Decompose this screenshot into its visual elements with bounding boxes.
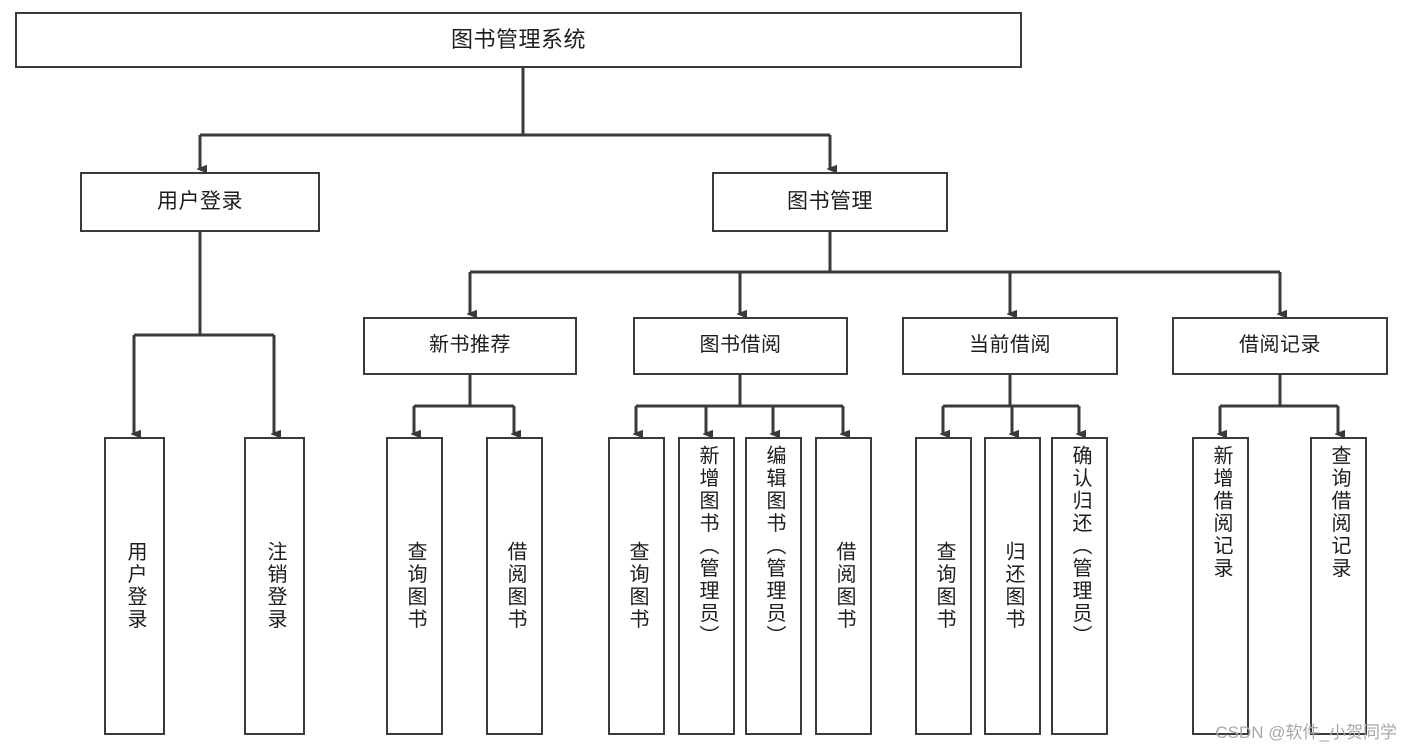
node-leaf-查询图书-label: 查询图书 xyxy=(404,541,426,631)
node-leaf-查询图书[interactable]: 查询图书 xyxy=(608,437,665,735)
node-leaf-查询借阅记录-label: 查询借阅记录 xyxy=(1328,445,1350,580)
node-leaf-查询图书-label: 查询图书 xyxy=(933,541,955,631)
node-leaf-归还图书-label: 归还图书 xyxy=(1002,541,1024,631)
node-leaf-查询借阅记录[interactable]: 查询借阅记录 xyxy=(1310,437,1367,735)
node-level2-新书推荐[interactable]: 新书推荐 xyxy=(363,317,577,375)
node-leaf-借阅图书[interactable]: 借阅图书 xyxy=(486,437,543,735)
csdn-watermark: CSDN @软件_小贺同学 xyxy=(1215,723,1397,742)
node-leaf-注销登录[interactable]: 注销登录 xyxy=(244,437,305,735)
node-root-图书管理系统-label: 图书管理系统 xyxy=(450,27,586,53)
node-level1-用户登录-label: 用户登录 xyxy=(157,189,243,213)
node-level2-当前借阅[interactable]: 当前借阅 xyxy=(902,317,1118,375)
node-leaf-新增借阅记录-label: 新增借阅记录 xyxy=(1210,445,1232,580)
node-leaf-新增图书管理员-label: 新增图书（管理员） xyxy=(696,445,718,648)
node-leaf-新增借阅记录[interactable]: 新增借阅记录 xyxy=(1192,437,1249,735)
node-level1-用户登录[interactable]: 用户登录 xyxy=(80,172,320,232)
node-leaf-借阅图书-label: 借阅图书 xyxy=(504,541,526,631)
node-level1-图书管理-label: 图书管理 xyxy=(787,189,873,213)
node-level2-借阅记录[interactable]: 借阅记录 xyxy=(1172,317,1388,375)
node-level2-图书借阅-label: 图书借阅 xyxy=(699,334,782,357)
node-root-图书管理系统[interactable]: 图书管理系统 xyxy=(15,12,1022,68)
node-leaf-查询图书[interactable]: 查询图书 xyxy=(915,437,972,735)
node-level2-当前借阅-label: 当前借阅 xyxy=(969,334,1051,357)
node-leaf-查询图书[interactable]: 查询图书 xyxy=(386,437,443,735)
node-leaf-用户登录-label: 用户登录 xyxy=(124,541,146,631)
node-leaf-确认归还管理员[interactable]: 确认归还（管理员） xyxy=(1051,437,1108,735)
node-leaf-注销登录-label: 注销登录 xyxy=(264,541,286,631)
node-leaf-新增图书管理员[interactable]: 新增图书（管理员） xyxy=(678,437,735,735)
node-leaf-借阅图书-label: 借阅图书 xyxy=(833,541,855,631)
node-leaf-编辑图书管理员[interactable]: 编辑图书（管理员） xyxy=(745,437,802,735)
node-level2-图书借阅[interactable]: 图书借阅 xyxy=(633,317,848,375)
node-level2-借阅记录-label: 借阅记录 xyxy=(1239,334,1321,357)
node-level1-图书管理[interactable]: 图书管理 xyxy=(712,172,948,232)
node-leaf-编辑图书管理员-label: 编辑图书（管理员） xyxy=(763,445,785,648)
node-leaf-确认归还管理员-label: 确认归还（管理员） xyxy=(1069,445,1091,648)
node-leaf-借阅图书[interactable]: 借阅图书 xyxy=(815,437,872,735)
node-leaf-归还图书[interactable]: 归还图书 xyxy=(984,437,1041,735)
node-level2-新书推荐-label: 新书推荐 xyxy=(429,334,511,357)
node-leaf-用户登录[interactable]: 用户登录 xyxy=(104,437,165,735)
node-leaf-查询图书-label: 查询图书 xyxy=(626,541,648,631)
